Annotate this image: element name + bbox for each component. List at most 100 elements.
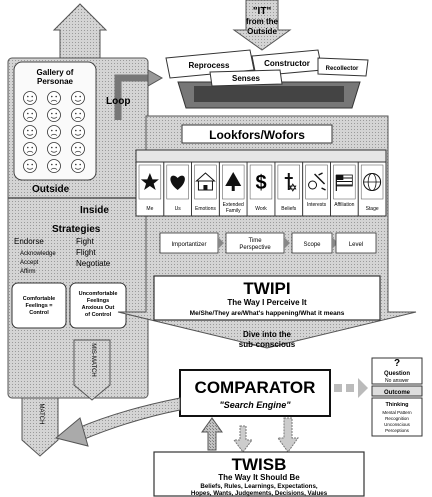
process-label: Level bbox=[349, 242, 363, 248]
gallery-of-personae: Gallery of Personae bbox=[13, 61, 97, 181]
step-arrow-icon bbox=[218, 237, 224, 249]
persona-face-icon bbox=[71, 91, 85, 105]
category-label: Work bbox=[255, 206, 267, 212]
strategy-acknowledge: Acknowledge bbox=[20, 251, 56, 257]
dashed-arrow-right bbox=[334, 378, 368, 398]
question-text: No answer bbox=[385, 378, 409, 384]
persona-face-icon bbox=[71, 108, 85, 122]
persona-face-icon bbox=[71, 142, 85, 156]
filter-senses: Senses bbox=[232, 74, 261, 83]
dollar-icon: $ bbox=[255, 172, 266, 194]
religion-icon bbox=[284, 173, 297, 192]
lookfors-title: Lookfors/Wofors bbox=[209, 128, 305, 142]
strategies-title: Strategies bbox=[52, 224, 101, 235]
return-arrow bbox=[54, 397, 181, 447]
persona-face-icon bbox=[23, 159, 37, 173]
persona-face-icon bbox=[23, 91, 37, 105]
outcome-label: Outcome bbox=[384, 390, 411, 396]
category-cell: Us bbox=[163, 161, 192, 217]
twisb-line2: Hopes, Wants, Judgements, Decisions, Val… bbox=[191, 490, 328, 497]
step-arrow-icon bbox=[332, 237, 338, 249]
input-arrow: "IT" from the Outside bbox=[232, 0, 292, 51]
category-cell: Affiliation bbox=[330, 161, 359, 217]
twipi-box: TWIPI The Way I Perceive It Me/She/They … bbox=[153, 275, 381, 321]
category-label: Me bbox=[146, 206, 153, 212]
question-box: ? Question No answer bbox=[371, 357, 423, 385]
tools-icon bbox=[308, 172, 326, 191]
strategy-endorse: Endorse bbox=[14, 237, 44, 246]
strategy-fight: Fight bbox=[76, 237, 95, 246]
dive-line1: Dive into the bbox=[243, 330, 292, 339]
category-cell: Stage bbox=[357, 161, 387, 217]
persona-face-icon bbox=[47, 91, 61, 105]
persona-face-icon bbox=[71, 159, 85, 173]
question-title: Question bbox=[384, 371, 410, 377]
category-label: Interests bbox=[307, 202, 327, 208]
tree-icon bbox=[225, 172, 242, 191]
thinking-title: Thinking bbox=[386, 402, 409, 408]
input-from: from the bbox=[246, 17, 279, 26]
process-step: Importantizer bbox=[159, 232, 224, 254]
twisb-line1: Beliefs, Rules, Learnings, Expectations, bbox=[200, 483, 318, 490]
inside-label: Inside bbox=[80, 205, 109, 216]
comparator-subtitle: "Search Engine" bbox=[219, 400, 291, 410]
process-label: Importantizer bbox=[171, 242, 206, 248]
persona-face-icon bbox=[47, 125, 61, 139]
strategy-negotiate: Negotiate bbox=[76, 259, 111, 268]
category-cell: Me bbox=[135, 161, 165, 217]
persona-face-icon bbox=[47, 142, 61, 156]
question-mark: ? bbox=[394, 358, 400, 369]
dive-line2: sub-conscious bbox=[239, 340, 296, 349]
outcome-box: Outcome bbox=[371, 385, 423, 397]
twipi-title: TWIPI bbox=[243, 279, 290, 298]
input-outside: Outside bbox=[247, 27, 277, 36]
svg-text:$: $ bbox=[255, 172, 266, 194]
step-arrow-icon bbox=[284, 237, 290, 249]
category-cell: Emotions bbox=[191, 161, 220, 217]
gallery-title-line1: Gallery of bbox=[37, 68, 74, 77]
strategy-affirm: Affirm bbox=[20, 269, 36, 275]
comparator-title: COMPARATOR bbox=[195, 378, 316, 397]
persona-face-icon bbox=[47, 108, 61, 122]
persona-face-icon bbox=[71, 125, 85, 139]
gallery-title-line2: Personae bbox=[37, 77, 74, 86]
category-label: Beliefs bbox=[281, 206, 297, 212]
comparator-box: COMPARATOR "Search Engine" bbox=[179, 369, 331, 417]
persona-face-icon bbox=[23, 125, 37, 139]
persona-face-icon bbox=[47, 159, 61, 173]
process-step: Scope bbox=[291, 232, 338, 254]
strategy-flight: Flight bbox=[76, 248, 96, 257]
filter-recollector: Recollector bbox=[326, 66, 359, 72]
persona-face-icon bbox=[23, 142, 37, 156]
loop-arrow bbox=[114, 69, 164, 120]
perception-filters: Reprocess Constructor Recollector Senses bbox=[165, 49, 369, 109]
process-step: Level bbox=[335, 232, 377, 254]
category-label: Stage bbox=[366, 206, 379, 212]
process-label: Scope bbox=[303, 242, 321, 248]
house-icon bbox=[195, 172, 216, 191]
category-cell: Beliefs bbox=[274, 161, 304, 217]
outside-label: Outside bbox=[32, 184, 70, 195]
category-label: Emotions bbox=[195, 206, 216, 212]
twipi-description: Me/She/They are/What's happening/What it… bbox=[190, 310, 345, 317]
category-label: Affiliation bbox=[334, 202, 354, 208]
category-cell: Interests bbox=[302, 161, 331, 217]
vertical-arrows bbox=[201, 417, 299, 453]
input-it: "IT" bbox=[253, 6, 272, 17]
twisb-title: TWISB bbox=[232, 455, 287, 474]
persona-face-icon bbox=[23, 108, 37, 122]
filter-reprocess: Reprocess bbox=[189, 61, 230, 70]
strategy-accept: Accept bbox=[20, 260, 39, 266]
heart-icon bbox=[170, 175, 185, 190]
twisb-box: TWISB The Way It Should Be Beliefs, Rule… bbox=[153, 451, 365, 497]
